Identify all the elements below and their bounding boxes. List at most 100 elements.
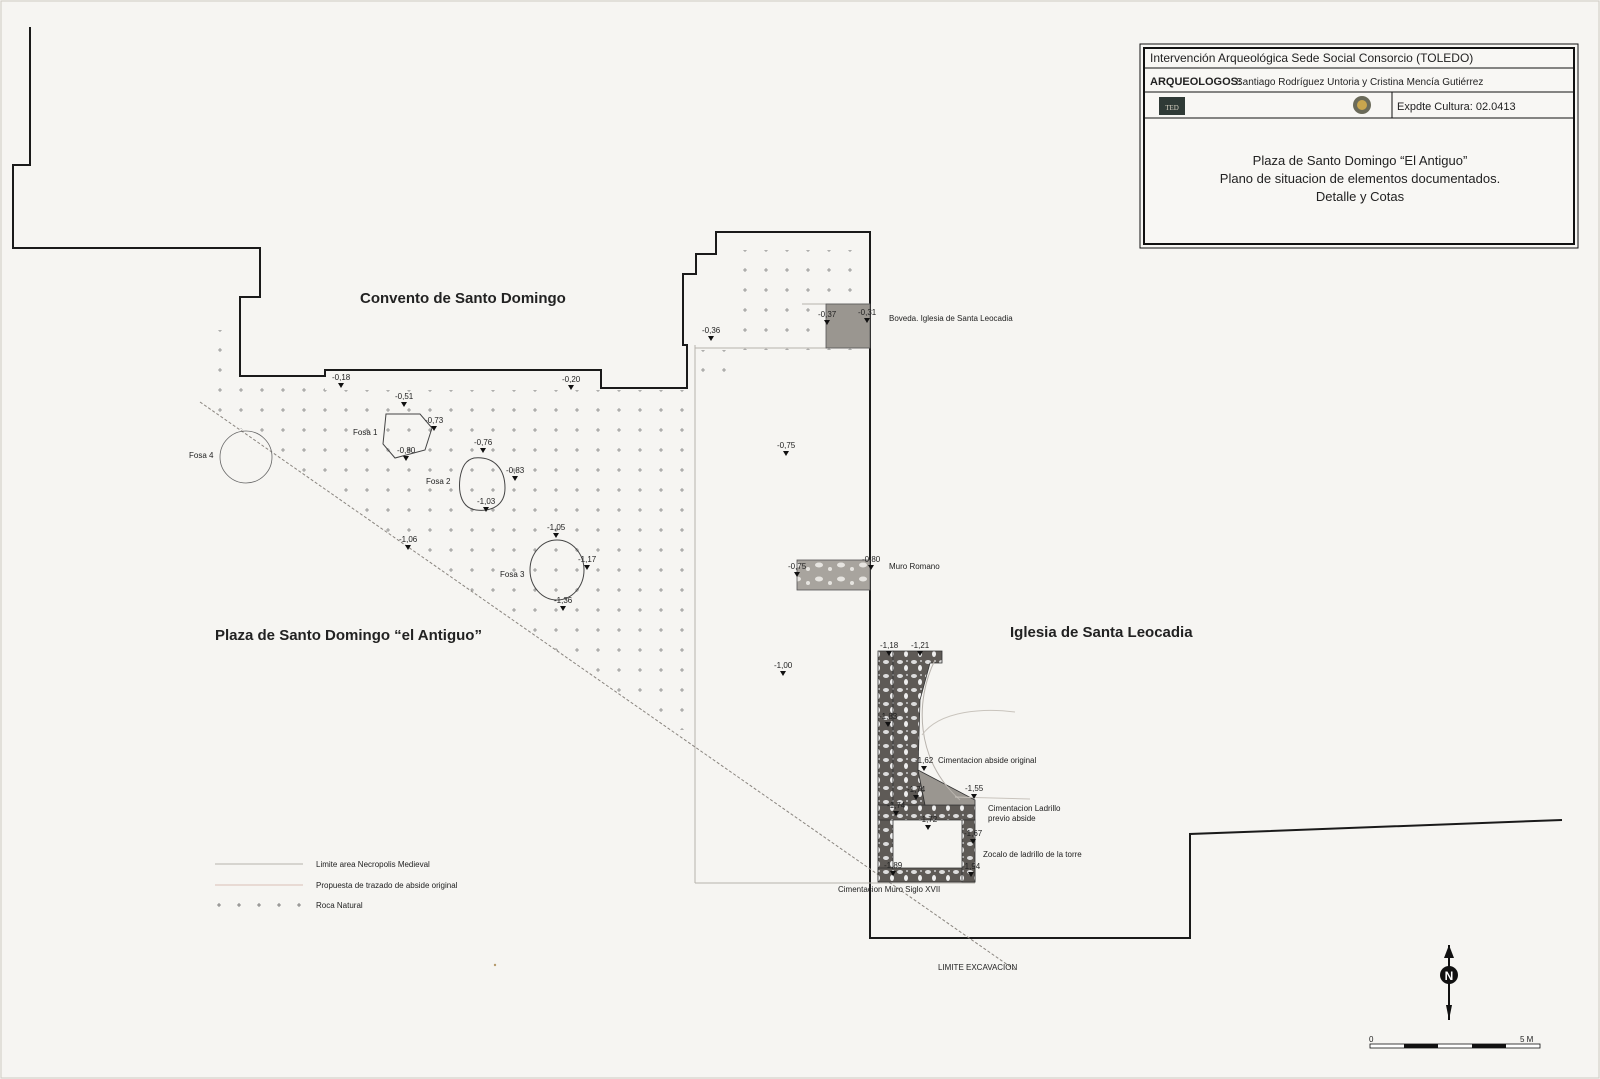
project-title: Intervención Arqueológica Sede Social Co… (1150, 51, 1473, 65)
cota-triangle (794, 572, 800, 577)
title-block: Intervención Arqueológica Sede Social Co… (1139, 43, 1579, 249)
abside-original-proposal (921, 659, 961, 801)
cota-label: -1,06 (399, 535, 418, 544)
svg-text:TED: TED (1165, 104, 1179, 112)
cota-label: -0,80 (397, 446, 416, 455)
cultura-logo (1353, 96, 1371, 114)
cota-label: -1,18 (880, 641, 899, 650)
cota-triangle (864, 318, 870, 323)
cota-label: -0,83 (506, 466, 525, 475)
cota-triangle (480, 448, 486, 453)
cota-triangle (338, 383, 344, 388)
cota-triangle (885, 722, 891, 727)
cota-label: -0,20 (562, 375, 581, 384)
cota-triangle (403, 456, 409, 461)
north-label: N (1445, 969, 1454, 983)
cota-triangle (401, 402, 407, 407)
cota-label: -0,37 (818, 310, 837, 319)
north-arrow-icon: N (1440, 945, 1458, 1020)
archaeologists-names: Santiago Rodríguez Untoria y Cristina Me… (1236, 77, 1483, 88)
cota-label: -1,36 (554, 596, 573, 605)
cota-triangle (783, 451, 789, 456)
archaeologists-label: ARQUEOLOGOS: (1150, 76, 1242, 88)
cota-triangle (568, 385, 574, 390)
legend: Limite area Necropolis Medieval Propuest… (215, 860, 458, 910)
label-fosa-4: Fosa 4 (189, 451, 214, 460)
consorcio-logo: TED (1159, 97, 1185, 115)
cota-markers: -0,18-0,20-0,51-0,73-0,80-0,76-0,83-1,03… (332, 308, 984, 877)
cota-triangle (913, 795, 919, 800)
label-boveda: Boveda. Iglesia de Santa Leocadia (889, 314, 1013, 323)
fosa-1-outline (382, 413, 433, 459)
cota-label: -0,75 (788, 562, 807, 571)
label-muro-romano: Muro Romano (889, 562, 940, 571)
cota-label: -1,03 (477, 497, 496, 506)
plan-title-line-3: Detalle y Cotas (1316, 189, 1405, 204)
cota-triangle (824, 320, 830, 325)
cota-label: -0,36 (702, 326, 721, 335)
fosa-4-outline (219, 430, 273, 484)
fosa-3-outline (529, 539, 585, 601)
legend-item-abside: Propuesta de trazado de abside original (316, 881, 458, 890)
cota-triangle (405, 545, 411, 550)
cota-label: -1,72 (919, 815, 938, 824)
stray-dot (493, 963, 497, 967)
cota-triangle (584, 565, 590, 570)
cota-label: -0,75 (777, 441, 796, 450)
cimentacion-muro (877, 650, 976, 883)
fosa-2-outline (459, 457, 506, 511)
abside-curve (921, 709, 1016, 736)
cota-triangle (512, 476, 518, 481)
expediente: Expdte Cultura: 02.0413 (1397, 101, 1516, 113)
cota-triangle (708, 336, 714, 341)
label-cim-muro: Cimentacion Muro Siglo XVII (838, 885, 940, 894)
legend-item-roca: Roca Natural (316, 901, 363, 910)
label-plaza: Plaza de Santo Domingo “el Antiguo” (215, 627, 482, 644)
cota-triangle (921, 766, 927, 771)
boveda-block (825, 303, 871, 349)
cota-label: -1,62 (915, 756, 934, 765)
label-fosa-2: Fosa 2 (426, 477, 451, 486)
cota-triangle (925, 825, 931, 830)
cota-triangle (780, 671, 786, 676)
cota-triangle (968, 872, 974, 877)
cota-label: -0,80 (862, 555, 881, 564)
cota-triangle (971, 794, 977, 799)
scale-end: 5 M (1520, 1035, 1534, 1044)
label-fosa-3: Fosa 3 (500, 570, 525, 579)
muro-romano-block (796, 559, 871, 591)
cota-label: -1,00 (774, 661, 793, 670)
label-fosa-1: Fosa 1 (353, 428, 378, 437)
legend-item-necropolis: Limite area Necropolis Medieval (316, 860, 430, 869)
cota-label: -1,94 (962, 862, 981, 871)
label-zocalo: Zocalo de ladrillo de la torre (983, 850, 1082, 859)
plan-title-line-2: Plano de situacion de elementos document… (1220, 171, 1500, 186)
cota-triangle (560, 606, 566, 611)
cota-triangle (917, 651, 923, 656)
cota-label: -0,73 (425, 416, 444, 425)
cota-triangle (893, 811, 899, 816)
cota-label: -1,89 (884, 861, 903, 870)
cota-label: -1,74 (907, 785, 926, 794)
cota-triangle (868, 565, 874, 570)
cota-triangle (970, 839, 976, 844)
cota-label: -1,05 (547, 523, 566, 532)
cota-label: -1,55 (965, 784, 984, 793)
label-convento: Convento de Santo Domingo (360, 290, 566, 307)
cota-label: -1,17 (578, 555, 597, 564)
ladrillo-line (954, 796, 1031, 800)
convento-boundary-line (12, 27, 1563, 939)
scale-start: 0 (1369, 1035, 1374, 1044)
label-iglesia: Iglesia de Santa Leocadia (1010, 624, 1193, 641)
cota-label: -1,21 (911, 641, 930, 650)
cota-triangle (886, 651, 892, 656)
legend-rock-symbol (217, 903, 301, 907)
cota-label: -0,18 (332, 373, 351, 382)
cota-label: -1,67 (964, 829, 983, 838)
cota-label: -1,83 (879, 712, 898, 721)
cota-label: -1,74 (887, 801, 906, 810)
cota-label: -0,76 (474, 438, 493, 447)
label-cim-ladrillo-1: Cimentacion Ladrillo (988, 804, 1061, 813)
